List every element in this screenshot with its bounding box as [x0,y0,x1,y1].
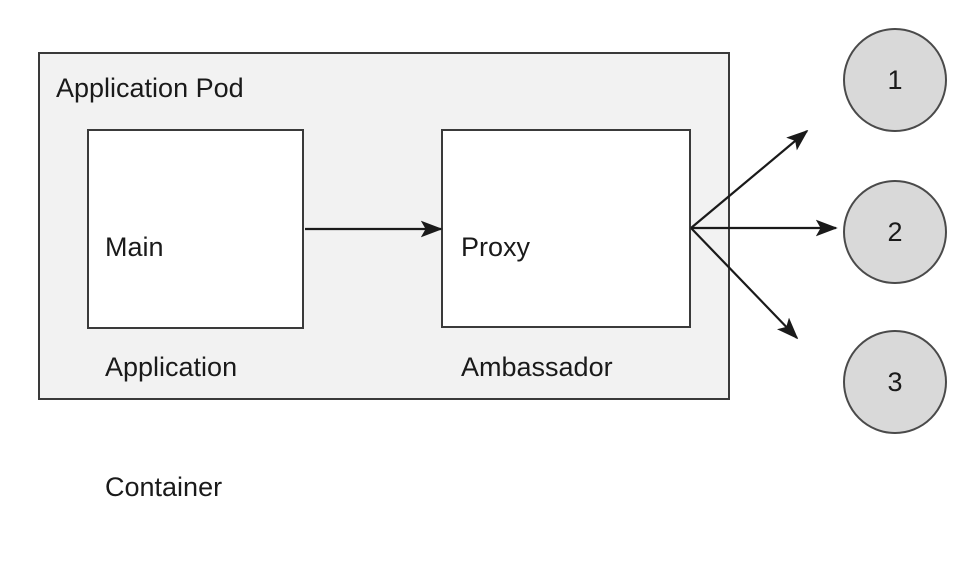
main-application-container-label-line1: Main [105,232,164,262]
backend-circle-2-label: 2 [887,216,903,247]
backend-circle-3-label: 3 [887,366,903,397]
diagram-canvas: Application Pod Main Application Contain… [38,28,947,502]
main-application-container-label: Main Application Container [105,147,237,587]
main-application-container-label-line3: Container [105,472,223,502]
proxy-ambassador-label-line2: Ambassador [461,352,613,382]
proxy-ambassador-box[interactable] [441,129,691,328]
backend-circle-3[interactable]: 3 [843,330,947,434]
backend-circle-1-label: 1 [887,64,903,95]
backend-circle-2[interactable]: 2 [843,180,947,284]
application-pod-label: Application Pod [56,73,244,103]
main-application-container-label-line2: Application [105,352,238,382]
main-application-container-box[interactable] [87,129,304,329]
backend-circle-1[interactable]: 1 [843,28,947,132]
proxy-ambassador-label: Proxy Ambassador [461,147,613,467]
proxy-ambassador-label-line1: Proxy [461,232,531,262]
